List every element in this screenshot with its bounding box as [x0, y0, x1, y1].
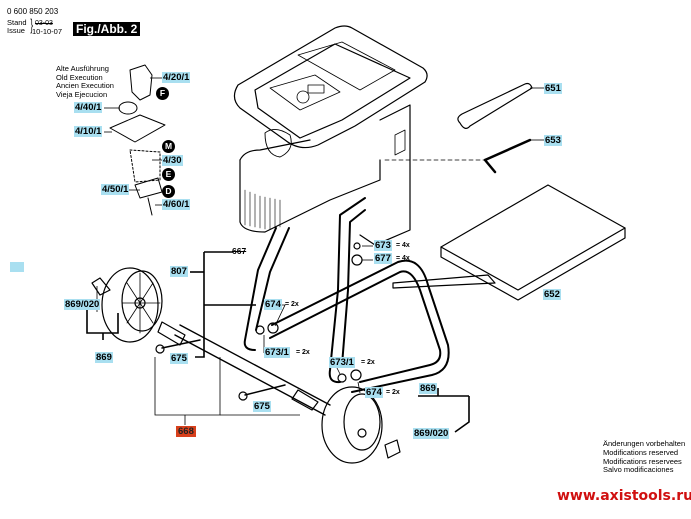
qty-674-a: = 2x: [285, 301, 299, 308]
callout-869-020-b[interactable]: 869/020: [413, 428, 450, 439]
modifications-note: Änderungen vorbehalten Modifications res…: [603, 439, 686, 475]
note-line-es: Vieja Ejecucion: [56, 90, 108, 100]
callout-869-b[interactable]: 869: [419, 383, 437, 394]
allen-key-653: [483, 138, 532, 174]
note-line-de: Alte Ausführung: [56, 64, 109, 73]
wrench-651: [457, 82, 533, 129]
callout-4-60-1[interactable]: 4/60/1: [162, 199, 191, 210]
stand-label: Stand: [7, 18, 27, 27]
callout-675-a[interactable]: 675: [170, 353, 188, 364]
footer-line-fr: Modifications reservees: [603, 456, 682, 466]
bolts-675: [161, 339, 286, 396]
shredder-hopper: [233, 25, 428, 149]
callout-667[interactable]: 667: [232, 246, 247, 256]
collection-bag-652: [392, 184, 626, 301]
left-wheel: [91, 267, 163, 343]
qty-674-b: = 2x: [386, 389, 400, 396]
right-wheel: [321, 386, 401, 464]
callout-674-b[interactable]: 674: [365, 387, 383, 398]
callout-653[interactable]: 653: [544, 135, 562, 146]
callout-651[interactable]: 651: [544, 83, 562, 94]
color-legend-swatch: [10, 262, 24, 272]
callout-4-40-1[interactable]: 4/40/1: [74, 102, 103, 113]
shredder-body: [239, 104, 411, 246]
note-line-en: Old Execution: [56, 72, 103, 82]
part-number: 0 600 850 203: [7, 7, 59, 16]
issue-date: 10-10-07: [32, 27, 63, 36]
note-line-fr: Ancien Execution: [56, 81, 114, 91]
axle-sleeve-left: [157, 321, 186, 346]
bracket-lines: [86, 251, 470, 433]
marker-e: E: [162, 168, 175, 181]
marker-m: M: [162, 140, 175, 153]
callout-807[interactable]: 807: [170, 266, 188, 277]
old-execution-note: Alte Ausführung Old Execution Ancien Exe…: [56, 64, 114, 100]
callout-4-10-1[interactable]: 4/10/1: [74, 126, 103, 137]
stand-old-value: 03-03: [35, 20, 53, 27]
callout-677[interactable]: 677: [374, 253, 392, 264]
qty-673-1-a: = 2x: [296, 349, 310, 356]
callout-869-a[interactable]: 869: [95, 352, 113, 363]
callout-673-1-a[interactable]: 673/1: [264, 347, 290, 358]
callout-674-a[interactable]: 674: [264, 299, 282, 310]
footer-line-es: Salvo modificaciones: [603, 465, 674, 475]
qty-673-1-b: = 2x: [361, 359, 375, 366]
frame: [174, 197, 450, 416]
callout-869-020-a[interactable]: 869/020: [64, 299, 101, 310]
brace-symbol: }: [30, 17, 34, 34]
footer-line-en: Modifications reserved: [603, 447, 679, 457]
footer-line-de: Änderungen vorbehalten: [603, 439, 686, 448]
callout-673-1-b[interactable]: 673/1: [329, 357, 355, 368]
website-link[interactable]: www.axistools.ru: [557, 488, 691, 504]
qty-677: = 4x: [396, 255, 410, 262]
callout-4-30[interactable]: 4/30: [162, 155, 183, 166]
issue-label: Issue: [7, 26, 25, 35]
thin-bracket-668: [154, 357, 300, 425]
axle-sleeve-right: [291, 389, 319, 411]
marker-d: D: [162, 185, 175, 198]
callout-675-b[interactable]: 675: [253, 401, 271, 412]
callout-652[interactable]: 652: [543, 289, 561, 300]
callout-668-highlighted[interactable]: 668: [176, 426, 196, 437]
figure-label: Fig./Abb. 2: [73, 22, 141, 36]
callout-4-20-1[interactable]: 4/20/1: [162, 72, 191, 83]
callout-4-50-1[interactable]: 4/50/1: [101, 184, 130, 195]
marker-f: F: [156, 87, 169, 100]
stand-issue-labels: Stand Issue: [7, 19, 27, 35]
callout-673[interactable]: 673: [374, 240, 392, 251]
qty-673: = 4x: [396, 242, 410, 249]
